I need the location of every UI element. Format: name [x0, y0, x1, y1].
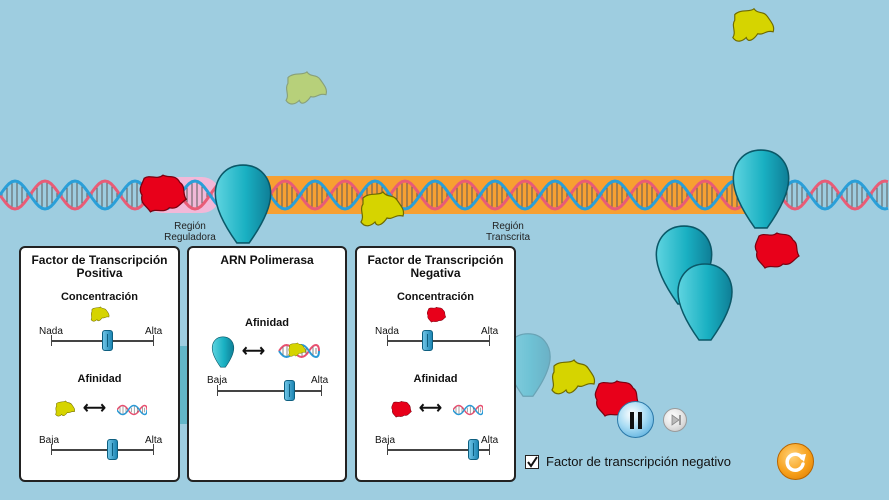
slider-tick [153, 335, 154, 346]
bidirectional-arrow-icon: ⟷ [419, 400, 442, 417]
slider-max-label: Alta [145, 326, 163, 337]
step-forward-icon [671, 414, 681, 426]
negative-transcription-factor-bound[interactable] [134, 172, 190, 214]
negative-factor-icon [425, 306, 447, 323]
bidirectional-arrow-icon: ⟷ [83, 400, 106, 417]
slider-tick [387, 335, 388, 346]
slider-min-label: Nada [375, 326, 399, 337]
reset-button[interactable] [777, 443, 814, 480]
pause-button[interactable] [617, 401, 654, 438]
positive-transcription-factor-faded[interactable] [282, 70, 330, 108]
checkmark-icon [527, 456, 538, 468]
positive-factor-icon [53, 400, 77, 418]
slider-thumb[interactable] [422, 330, 434, 351]
step-forward-button[interactable] [663, 408, 687, 432]
rna-polymerase[interactable] [732, 148, 790, 230]
slider-max-label: Alta [481, 326, 499, 337]
polymerase-panel: ARN Polimerasa Afinidad ⟷ Baja Alta [187, 246, 347, 482]
rna-polymerase[interactable] [676, 262, 734, 342]
reset-icon [785, 452, 806, 472]
slider-thumb[interactable] [106, 439, 118, 460]
slider-tick [51, 444, 52, 455]
concentration-label: Concentración [60, 291, 138, 303]
pause-icon [630, 412, 643, 429]
slider-min-label: Nada [39, 326, 63, 337]
positive-factor-icon [89, 306, 111, 323]
slider-thumb[interactable] [468, 439, 480, 460]
negative-transcription-factor[interactable] [750, 230, 802, 270]
rna-polymerase-bound[interactable] [214, 163, 272, 245]
slider-track [217, 390, 321, 392]
dna-icon [453, 402, 483, 418]
negative-factor-checkbox-label[interactable]: Factor de transcripción negativo [546, 454, 731, 469]
affinity-label: Afinidad [245, 317, 289, 329]
slider-thumb[interactable] [101, 330, 113, 351]
rna-polymerase-icon [211, 336, 235, 368]
slider-max-label: Alta [481, 435, 499, 446]
slider-tick [217, 385, 218, 396]
positive-transcription-factor[interactable] [355, 190, 409, 230]
panel-title: ARN Polimerasa [220, 253, 314, 267]
positive-transcription-factor[interactable] [729, 6, 777, 46]
affinity-label: Afinidad [413, 373, 458, 385]
slider-max-label: Alta [311, 375, 329, 386]
slider-min-label: Baja [375, 435, 396, 446]
dna-icon [117, 402, 147, 418]
negative-factor-icon [389, 400, 413, 418]
dna-strand [0, 176, 889, 214]
slider-min-label: Baja [207, 375, 228, 386]
slider-tick [387, 444, 388, 455]
slider-track [387, 449, 489, 451]
negative-factor-checkbox[interactable] [525, 455, 539, 469]
slider-tick [489, 335, 490, 346]
slider-tick [489, 444, 490, 455]
bidirectional-arrow-icon: ⟷ [242, 343, 265, 360]
positive-factor-icon [287, 342, 307, 358]
slider-min-label: Baja [39, 435, 60, 446]
concentration-label: Concentración [396, 291, 474, 303]
slider-track [51, 449, 153, 451]
slider-track [387, 340, 489, 342]
slider-tick [321, 385, 322, 396]
slider-max-label: Alta [145, 435, 163, 446]
slider-tick [153, 444, 154, 455]
affinity-label: Afinidad [77, 373, 122, 385]
slider-thumb[interactable] [284, 380, 296, 401]
slider-tick [51, 335, 52, 346]
